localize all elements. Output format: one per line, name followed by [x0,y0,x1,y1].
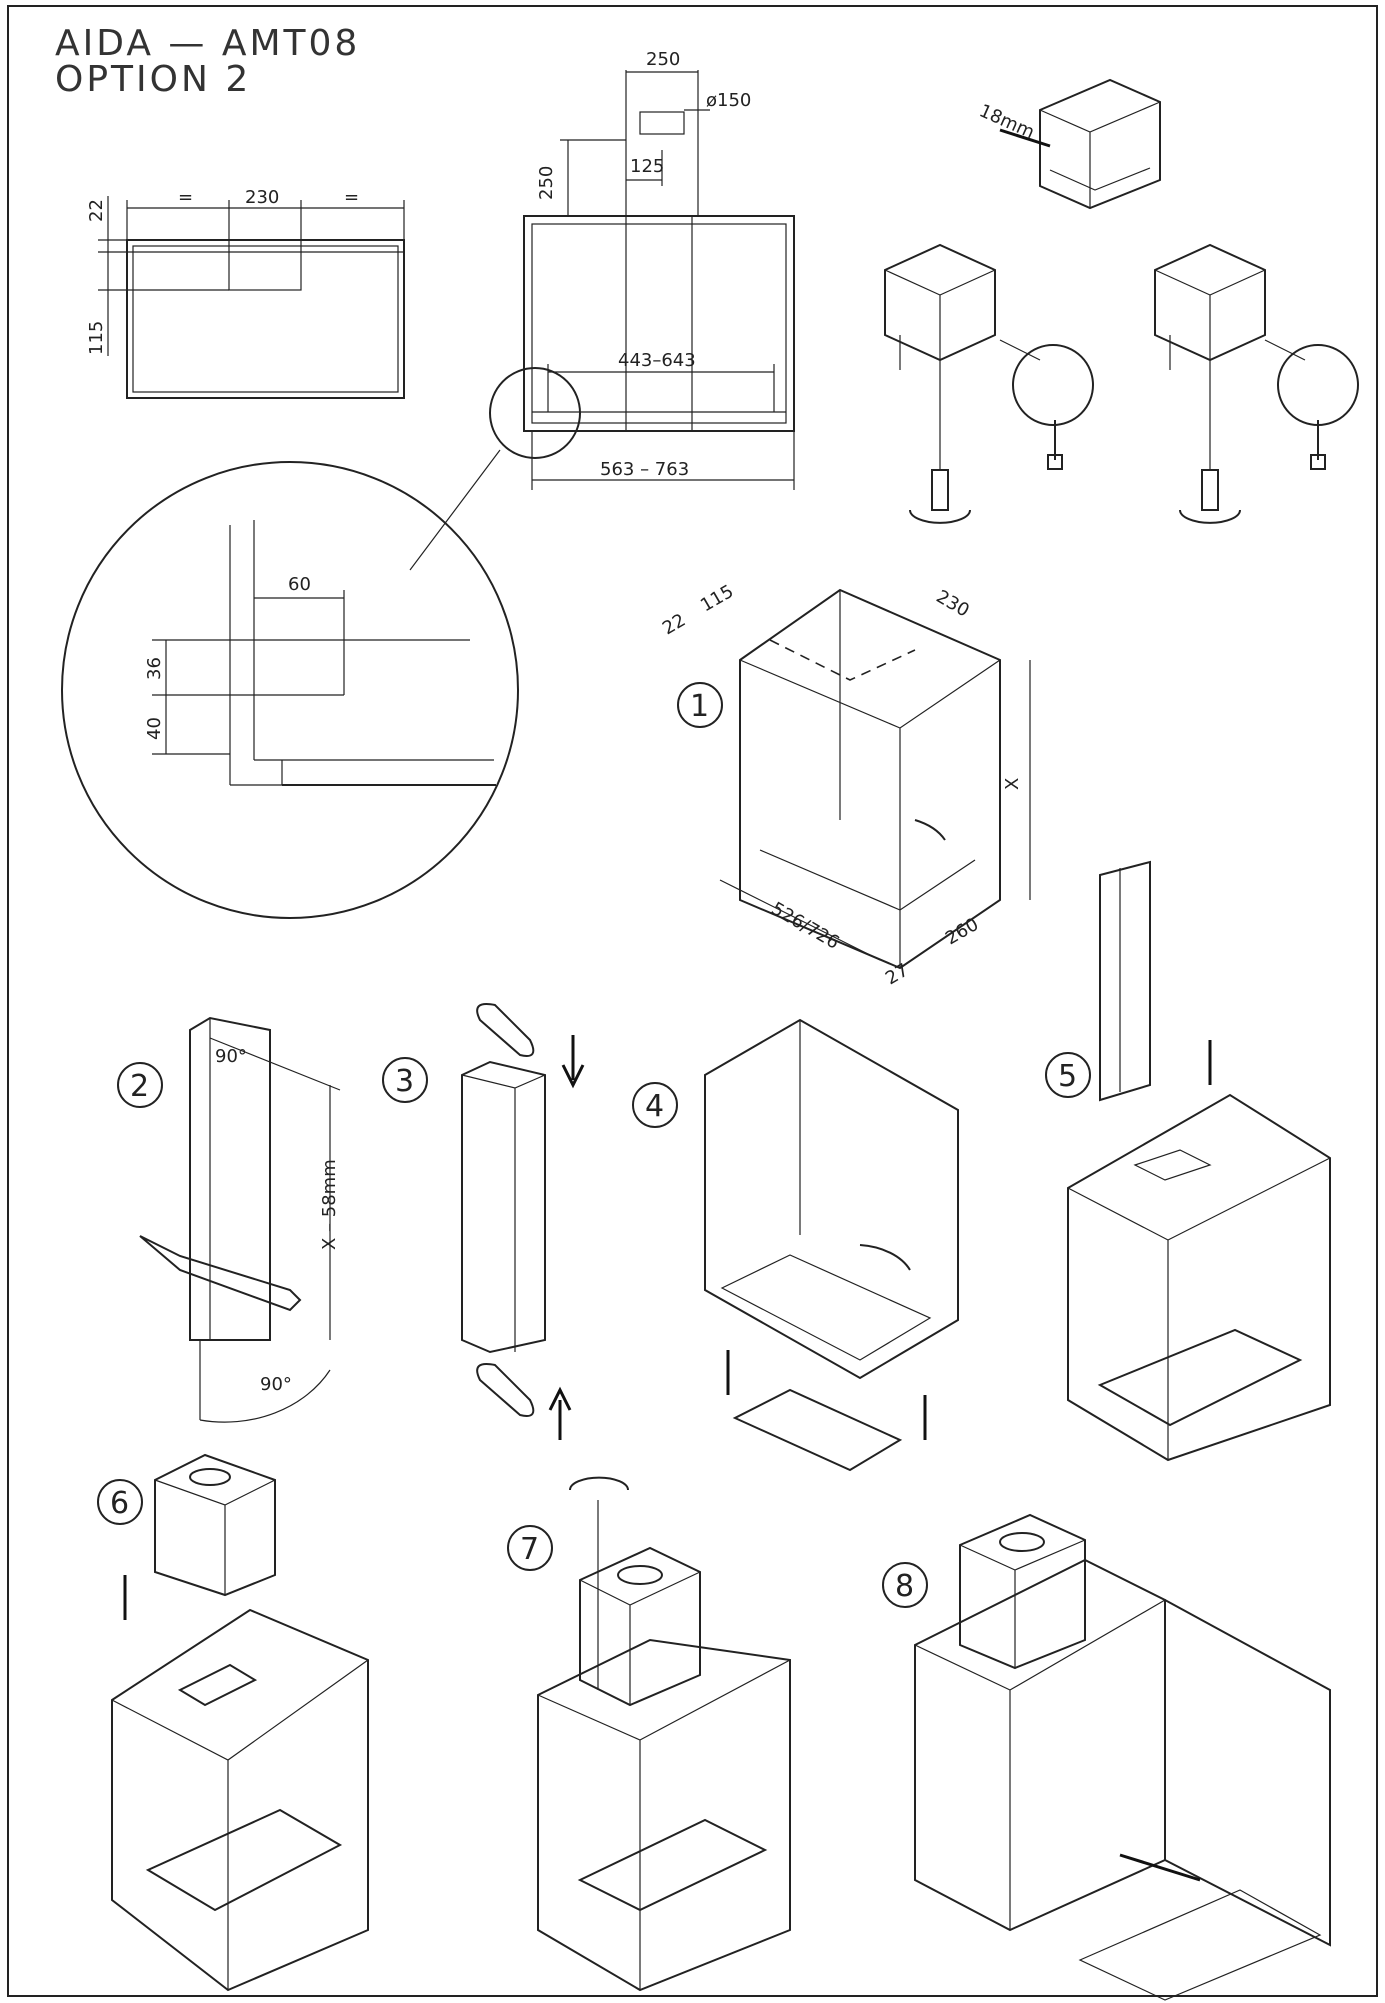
step-8-number: 8 [895,1569,914,1604]
step-5-number: 5 [1058,1059,1077,1094]
step-4-number: 4 [645,1089,664,1124]
bracket-screw-left-drawing [884,243,1094,524]
step-2-number: 2 [130,1069,149,1104]
step-7-badge [507,1525,553,1571]
dim-x-58mm: X – 58mm [319,1159,340,1250]
top-view-drawing [98,196,405,399]
step-2-drawing [139,1016,341,1423]
step-3-drawing [461,1003,585,1440]
front-view-drawing [409,70,795,571]
dim-115-step1: 115 [697,581,737,616]
step-1-drawing [719,588,1031,970]
angle-90-top: 90° [215,1046,247,1067]
dim-36: 36 [144,657,165,680]
dim-22-step1: 22 [659,610,689,640]
step-5-badge [1045,1052,1091,1098]
detail-circle-drawing [61,461,519,919]
step-4-badge [632,1082,678,1128]
step-3-number: 3 [395,1064,414,1099]
dim-18mm: 18mm [976,100,1038,143]
dim-x-step1: X [1002,778,1023,790]
dim-230-top: 230 [245,187,279,208]
step-1-number: 1 [690,689,709,724]
step-4-drawing [704,1018,959,1472]
dim-250-side: 250 [536,166,557,200]
dim-230-step1: 230 [933,586,973,621]
dim-60: 60 [288,574,311,595]
step-6-badge [97,1479,143,1525]
document-title: AIDA — AMT08 OPTION 2 [55,26,360,98]
dim-eq-left: = [178,187,193,208]
dim-27: 27 [882,960,912,990]
dim-22-top: 22 [86,199,107,222]
step-5-drawing [1067,860,1331,1462]
dim-526-726: 526/726 [768,898,843,954]
page-frame [7,5,1378,1997]
step-2-badge [117,1062,163,1108]
title-line-2: OPTION 2 [55,59,252,100]
bracket-screw-right-drawing [1154,243,1359,524]
step-8-drawing [914,1513,1331,2001]
step-3-badge [382,1057,428,1103]
step-6-drawing [111,1453,369,1992]
dim-125: 125 [630,156,664,177]
dim-40: 40 [144,717,165,740]
angle-90-bottom: 90° [260,1374,292,1395]
dim-443-643: 443–643 [618,350,696,371]
bracket-drawing [999,78,1161,210]
step-7-drawing [537,1476,791,1992]
title-line-1: AIDA — AMT08 [55,23,361,64]
step-7-number: 7 [520,1532,539,1567]
step-8-badge [882,1562,928,1608]
step-6-number: 6 [110,1486,129,1521]
dim-250-top: 250 [646,49,680,70]
dim-115-top: 115 [86,321,107,355]
dim-eq-right: = [344,187,359,208]
dim-563-763: 563 – 763 [600,459,689,480]
step-1-badge [677,682,723,728]
dim-150: ø150 [706,90,751,111]
dim-260: 260 [942,914,982,949]
